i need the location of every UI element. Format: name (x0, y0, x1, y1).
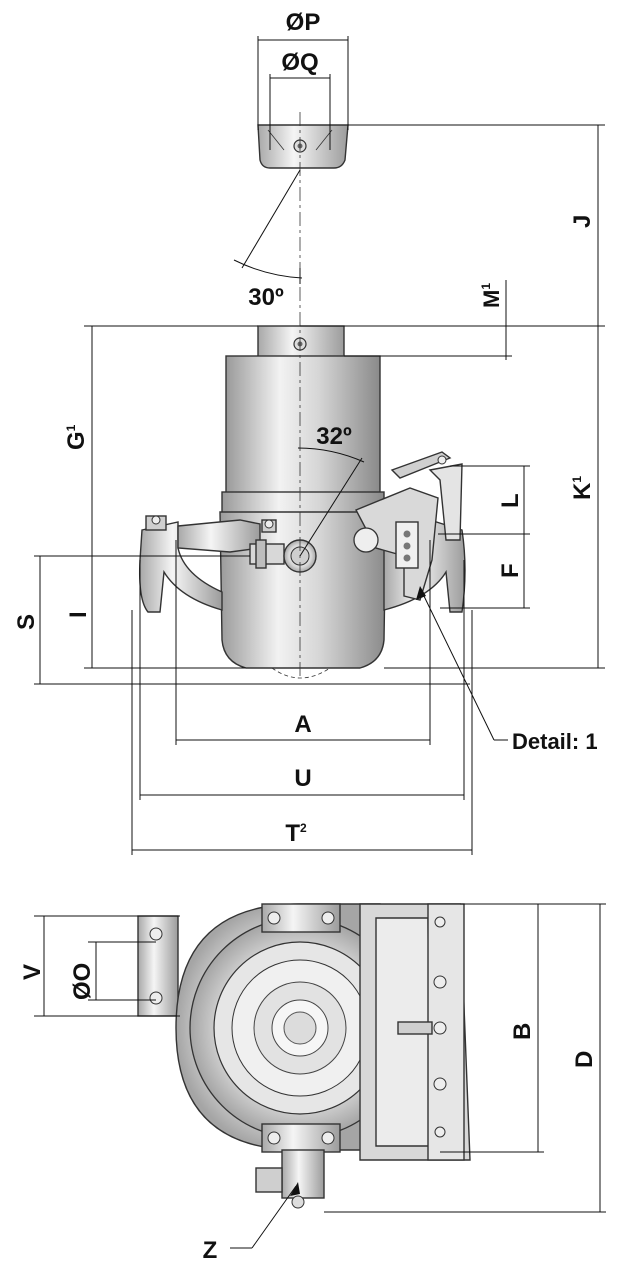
label-d: D (571, 1051, 598, 1068)
label-angle-32: 32º (316, 423, 352, 450)
label-dia-q: ØQ (281, 49, 318, 76)
flange-left (138, 521, 223, 613)
label-angle-30: 30º (248, 284, 284, 311)
label-b: B (509, 1023, 536, 1040)
top-view (137, 903, 471, 1209)
label-t: T2 (285, 820, 307, 847)
label-f: F (497, 563, 524, 578)
label-j: J (569, 215, 596, 228)
valve-fitting (249, 539, 317, 573)
labels: ØP ØQ 30º 32º J M1 G1 K1 L F S I A U T2 … (13, 9, 598, 1261)
label-dia-o: ØO (69, 963, 96, 1000)
side-dimensions (34, 36, 605, 855)
side-view (138, 112, 466, 680)
label-g: G1 (63, 424, 90, 450)
label-s: S (13, 614, 40, 630)
label-z: Z (203, 1237, 218, 1261)
top-dimensions (34, 903, 606, 1249)
label-l: L (497, 493, 524, 508)
top-cap (257, 124, 349, 169)
label-v: V (19, 964, 46, 980)
main-cylinder (225, 355, 381, 497)
detail-mechanism (353, 451, 463, 601)
label-m: M1 (479, 283, 504, 308)
label-i: I (65, 611, 92, 618)
label-u: U (294, 765, 311, 792)
label-k: K1 (569, 476, 596, 500)
label-detail: Detail: 1 (512, 729, 598, 754)
label-dia-p: ØP (286, 9, 321, 36)
label-a: A (294, 711, 311, 738)
